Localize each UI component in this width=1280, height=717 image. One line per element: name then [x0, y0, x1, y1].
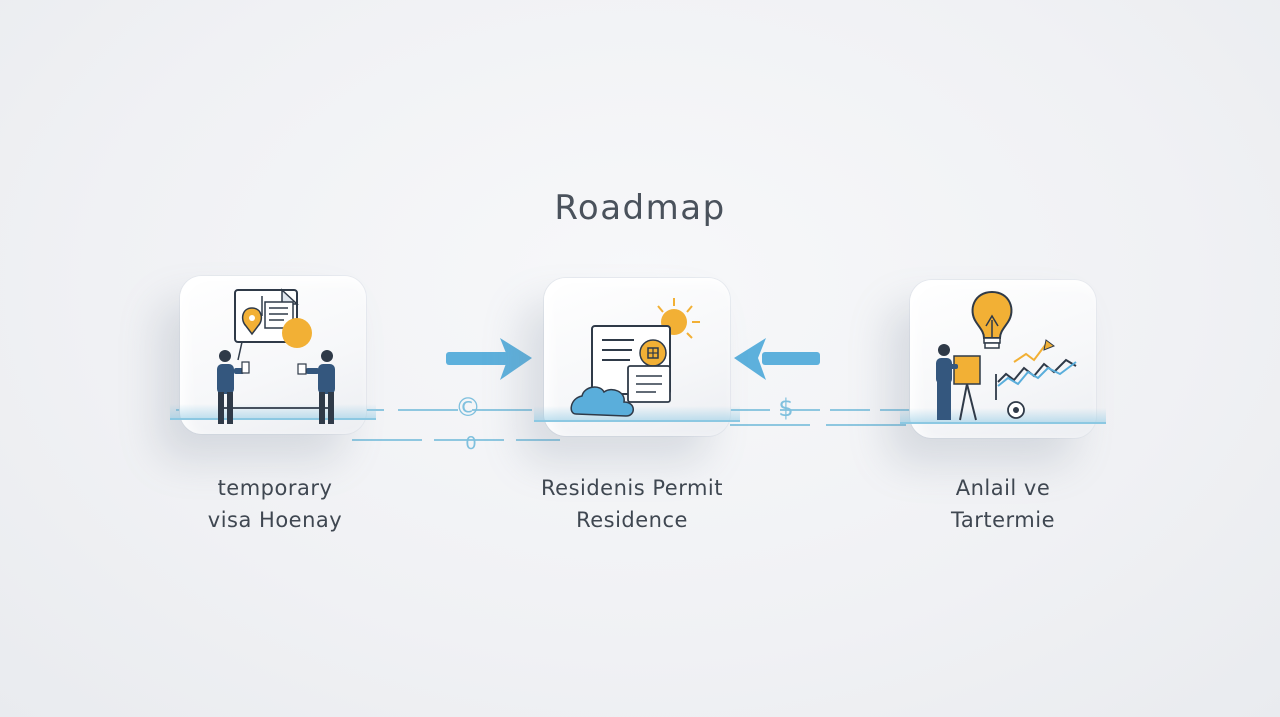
residence-permit-document-icon: [570, 298, 700, 417]
arrow-left-icon: [734, 338, 820, 380]
page-title: Roadmap: [554, 188, 726, 228]
dollar-glyph: $: [778, 394, 793, 422]
step-label-temporary-visa: temporary visa Hoenay: [150, 472, 400, 536]
zero-glyph: 0: [465, 433, 476, 454]
step-label-line1: Anlail ve: [955, 476, 1051, 500]
idea-growth-chart-icon: [936, 290, 1077, 421]
step-card-analysis: [900, 280, 1106, 438]
meeting-document-icon: [217, 288, 335, 424]
card-floor: [900, 408, 1106, 424]
step-label-line1: Residenis Permit: [541, 476, 723, 500]
arrow-right-icon: [446, 338, 532, 380]
step-card-temporary-visa: [170, 276, 376, 434]
copyright-glyph: ©: [455, 393, 481, 423]
step-label-residence-permit: Residenis Permit Residence: [497, 472, 767, 536]
step-label-line1: temporary: [217, 476, 333, 500]
step-label-line2: Residence: [576, 508, 688, 532]
step-card-residence-permit: [534, 278, 740, 436]
step-label-line2: Tartermie: [951, 508, 1055, 532]
step-label-analysis: Anlail ve Tartermie: [878, 472, 1128, 536]
step-label-line2: visa Hoenay: [207, 508, 343, 532]
